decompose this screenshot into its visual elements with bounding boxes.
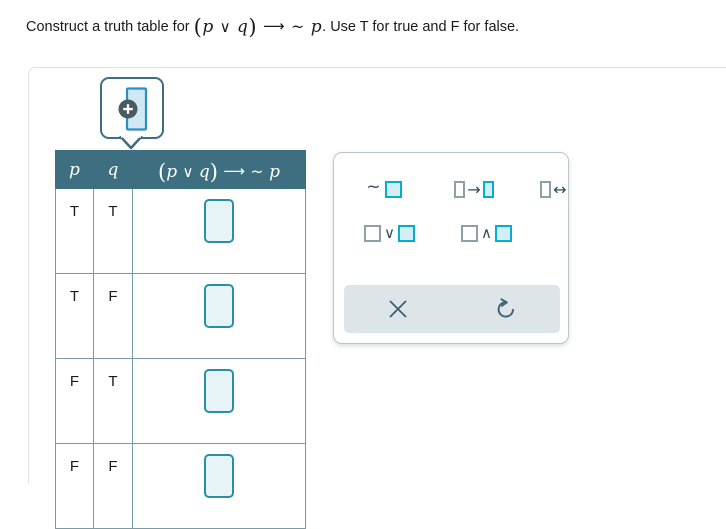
cell-answer[interactable] <box>133 189 306 274</box>
column-header-expression: (p ∨ q) ⟶ ~ p <box>133 151 306 189</box>
and-operator-glyph: ∧ <box>481 225 492 242</box>
answer-input-box[interactable] <box>204 284 234 328</box>
tooltip-pointer <box>119 136 143 150</box>
expr-close-paren: ) <box>248 15 257 39</box>
cell-q-value: F <box>94 444 133 529</box>
cell-q-value: T <box>94 359 133 444</box>
placeholder-box-filled-icon <box>385 181 402 198</box>
implication-button[interactable]: → <box>446 172 502 206</box>
cell-p-value: F <box>56 444 94 529</box>
undo-arrow-icon <box>494 297 518 321</box>
placeholder-box-empty-icon <box>540 181 551 198</box>
expr-implies-arrow: ⟶ <box>263 17 285 35</box>
keypad-row-1: ~ → ↔ <box>348 167 554 211</box>
expr-right-var: q <box>237 17 248 37</box>
truth-table: p q (p ∨ q) ⟶ ~ p T T T F F T F <box>55 150 306 529</box>
cell-q-value: F <box>94 274 133 359</box>
cell-p-value: T <box>56 189 94 274</box>
logic-symbol-keypad: ~ → ↔ ∨ ∧ <box>333 152 569 344</box>
table-header-row: p q (p ∨ q) ⟶ ~ p <box>56 151 306 189</box>
placeholder-box-empty-icon <box>364 225 381 242</box>
cell-answer[interactable] <box>133 274 306 359</box>
iff-operator-glyph: ↔ <box>553 181 566 198</box>
negation-button[interactable]: ~ <box>356 172 412 206</box>
expr-negation-tilde: ~ <box>291 17 305 36</box>
cell-p-value: F <box>56 359 94 444</box>
placeholder-box-filled-icon <box>398 225 415 242</box>
undo-button[interactable] <box>452 285 560 333</box>
placeholder-box-empty-icon <box>454 181 465 198</box>
prompt-expression: (p ∨ q) ⟶ ~ p <box>194 17 323 37</box>
implies-operator-glyph: → <box>467 181 480 198</box>
prompt-trail-text: . Use T for true and F for false. <box>322 19 519 35</box>
tilde-operator-glyph: ~ <box>366 179 380 196</box>
cell-q-value: T <box>94 189 133 274</box>
conjunction-button[interactable]: ∧ <box>453 216 520 250</box>
clear-button[interactable] <box>344 285 452 333</box>
table-row: F T <box>56 359 306 444</box>
expr-left-var: p <box>202 17 213 37</box>
header-left-var: p <box>166 162 177 182</box>
keypad-row-2: ∨ ∧ <box>348 211 554 255</box>
header-negation-tilde: ~ <box>250 162 263 181</box>
keypad-button-grid: ~ → ↔ ∨ ∧ <box>334 153 568 255</box>
placeholder-box-filled-icon <box>495 225 512 242</box>
header-close-paren: ) <box>210 160 218 184</box>
answer-input-box[interactable] <box>204 199 234 243</box>
table-row: T F <box>56 274 306 359</box>
column-header-q: q <box>94 151 133 189</box>
close-x-icon <box>387 298 409 320</box>
answer-input-box[interactable] <box>204 369 234 413</box>
header-open-paren: ( <box>158 160 166 184</box>
prompt-lead-text: Construct a truth table for <box>26 19 190 35</box>
disjunction-button[interactable]: ∨ <box>356 216 423 250</box>
header-implies-arrow: ⟶ <box>223 162 245 180</box>
or-operator-glyph: ∨ <box>384 225 395 242</box>
cell-answer[interactable] <box>133 359 306 444</box>
header-right-var: q <box>199 162 210 182</box>
biconditional-button[interactable]: ↔ <box>532 172 569 206</box>
expr-or-operator: ∨ <box>220 18 231 36</box>
add-column-icon[interactable] <box>118 87 148 131</box>
cell-p-value: T <box>56 274 94 359</box>
placeholder-box-filled-icon <box>483 181 494 198</box>
header-negated-var: p <box>269 162 280 182</box>
expr-open-paren: ( <box>194 15 203 39</box>
cell-answer[interactable] <box>133 444 306 529</box>
header-or-operator: ∨ <box>182 163 193 181</box>
table-row: F F <box>56 444 306 529</box>
placeholder-box-empty-icon <box>461 225 478 242</box>
table-row: T T <box>56 189 306 274</box>
question-prompt: Construct a truth table for (p ∨ q) ⟶ ~ … <box>26 14 519 37</box>
column-header-p: p <box>56 151 94 189</box>
keypad-action-bar <box>344 285 560 333</box>
answer-input-box[interactable] <box>204 454 234 498</box>
expr-negated-var: p <box>311 17 322 37</box>
